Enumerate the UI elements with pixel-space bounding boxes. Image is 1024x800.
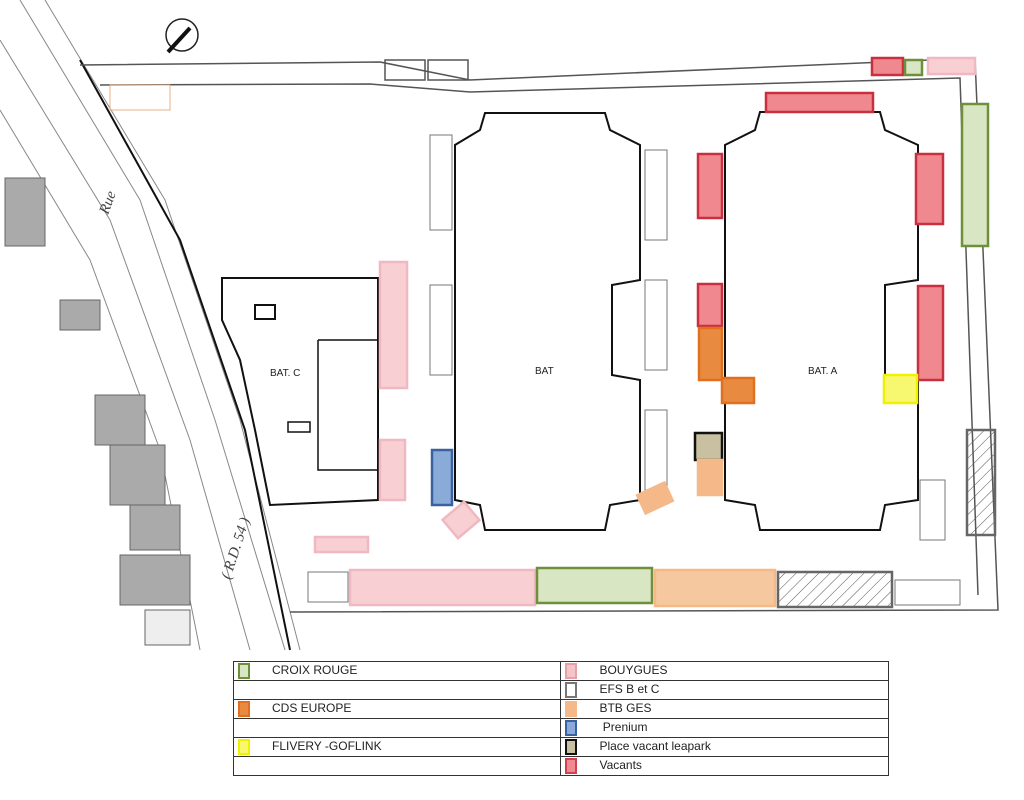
zone-vacants [870, 56, 905, 77]
site-boundary [79, 57, 999, 613]
legend-item-empty [232, 680, 562, 700]
zone-efs [965, 428, 997, 537]
road-name: ( R.D. 54 ) [219, 516, 254, 582]
legend-label: EFS B et C [599, 682, 660, 697]
zone-cds-europe [720, 376, 756, 405]
legend-item: BTB GES [560, 699, 889, 719]
zone-bouygues [926, 56, 977, 76]
building-label: BAT [535, 366, 554, 377]
legend-swatch [565, 701, 578, 717]
building-label: BAT. C [270, 368, 300, 379]
north-arrow-icon [165, 18, 199, 54]
legend-item: EFS B et C [560, 680, 889, 700]
zone-vacants [764, 91, 875, 114]
legend: CROIX ROUGE BOUYGUES EFS B et C CDS EURO… [232, 661, 889, 776]
site-plan: Rue ( R.D. 54 ) BAT. C BAT BAT. A [0, 0, 999, 651]
zone-vacants [696, 152, 724, 220]
legend-label: CROIX ROUGE [272, 663, 358, 678]
zone-btb-ges [635, 480, 675, 516]
legend-swatch [565, 739, 578, 755]
zone-efs [776, 570, 894, 609]
building-bat-a: BAT. A [724, 111, 919, 531]
legend-label: BTB GES [599, 701, 652, 716]
legend-label: Prenium [599, 720, 648, 735]
zone-bouygues [348, 568, 537, 607]
zone-bouygues [313, 535, 370, 554]
legend-label: Vacants [599, 758, 642, 773]
legend-swatch [238, 663, 250, 679]
building-bat-c: BAT. C [221, 277, 379, 507]
legend-row: CDS EUROPE BTB GES [232, 699, 889, 719]
neighbour-buildings [4, 177, 191, 646]
legend-item-empty [232, 718, 562, 738]
legend-item: CROIX ROUGE [232, 661, 562, 681]
legend-row: Prenium [232, 718, 889, 738]
zone-flivery-goflink [882, 373, 919, 405]
legend-item: Prenium [560, 718, 889, 738]
legend-label: FLIVERY -GOFLINK [272, 739, 382, 754]
legend-swatch [238, 739, 250, 755]
street-name: Rue [96, 189, 119, 218]
building-label: BAT. A [808, 366, 838, 377]
legend-item: Place vacant leapark [560, 737, 889, 757]
zone-prenium [430, 448, 454, 507]
legend-label: BOUYGUES [599, 663, 668, 678]
legend-swatch [565, 682, 578, 698]
legend-swatch [238, 701, 250, 717]
zone-cds-europe [697, 326, 724, 382]
legend-swatch [565, 758, 578, 774]
zone-btb-ges [696, 458, 724, 497]
legend-item: BOUYGUES [560, 661, 889, 681]
legend-swatch [565, 720, 578, 736]
legend-label: CDS EUROPE [272, 701, 352, 716]
legend-row: EFS B et C [232, 680, 889, 700]
legend-item-empty [232, 756, 562, 776]
zone-croix-rouge [535, 566, 654, 605]
zone-place-vacant-leapark [693, 431, 724, 462]
legend-item: FLIVERY -GOFLINK [232, 737, 562, 757]
legend-row: Vacants [232, 756, 889, 776]
zone-vacants [914, 152, 945, 226]
zone-croix-rouge [903, 58, 924, 77]
zone-vacants [696, 282, 724, 328]
zone-croix-rouge [960, 102, 990, 248]
zone-btb-ges [653, 568, 777, 608]
zone-bouygues [440, 500, 482, 540]
legend-swatch [565, 663, 578, 679]
legend-row: FLIVERY -GOFLINK Place vacant leapark [232, 737, 889, 757]
legend-label: Place vacant leapark [599, 739, 711, 754]
building-bat: BAT [454, 112, 641, 531]
zone-vacants [916, 284, 945, 382]
zone-bouygues [378, 260, 409, 390]
zone-bouygues [378, 438, 407, 502]
legend-row: CROIX ROUGE BOUYGUES [232, 661, 889, 681]
legend-item: CDS EUROPE [232, 699, 562, 719]
parking-zones [313, 56, 997, 609]
legend-item: Vacants [560, 756, 889, 776]
